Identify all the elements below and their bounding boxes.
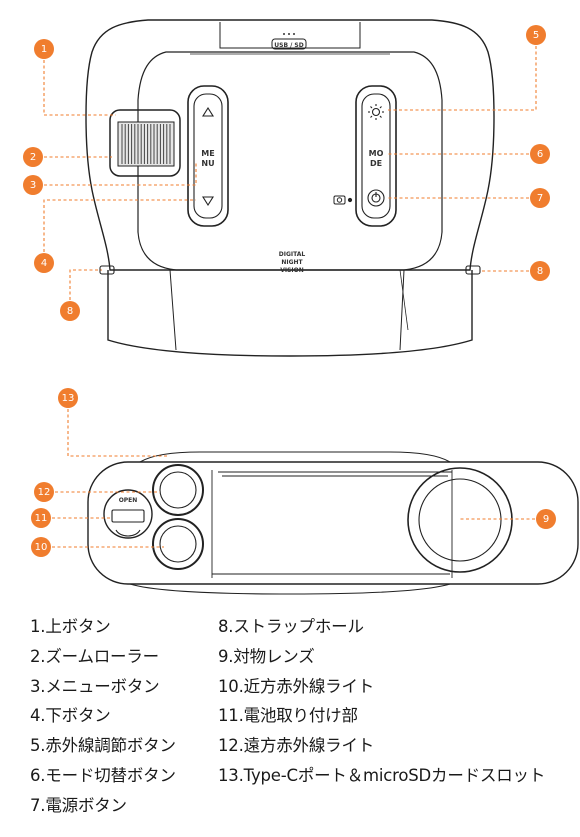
mode-button-label-1: MO [369,149,384,158]
callout-marker: 12 [34,482,54,502]
left-button-column [187,85,229,227]
legend-item: 9.対物レンズ [218,646,315,666]
callout-circle [31,508,51,528]
callout-circle [23,147,43,167]
callout-number: 10 [35,542,48,553]
top-ridge [219,22,361,49]
callout-circle [530,188,550,208]
device-diagram: ME NU MO DE DIGITAL NIGHT VISION USB / S… [23,19,579,595]
battery-compartment [103,489,153,539]
parts-legend: 1.上ボタン 2.ズームローラー 3.メニューボタン 4.下ボタン 5.赤外線調… [0,612,580,837]
callout-circle [530,261,550,281]
zoom-roller [109,109,181,177]
callout-circle [60,301,80,321]
down-arrow-icon [202,196,214,207]
callout-circle [530,144,550,164]
callout-marker: 9 [536,509,556,529]
callout-circle [536,509,556,529]
callout-line [67,409,168,457]
callout-number: 7 [537,193,543,204]
callout-number: 3 [30,180,36,191]
callout-marker: 10 [31,537,51,557]
legend-item: 6.モード切替ボタン [30,765,176,785]
callout-marker: 5 [526,25,546,45]
callout-marker: 2 [23,147,43,167]
callout-number: 8 [537,266,543,277]
callout-number: 2 [30,152,36,163]
callout-marker: 7 [530,188,550,208]
objective-lens [407,467,513,573]
callout-circle [34,482,54,502]
callout-circle [31,537,51,557]
slot-label-box [271,38,307,50]
callout-circle [34,39,54,59]
callout-line [44,162,197,186]
legend-item: 11.電池取り付け部 [218,706,358,726]
legend-item: 7.電源ボタン [30,795,127,815]
callout-line [69,269,102,300]
legend-item: 1.上ボタン [30,617,111,636]
legend-column-right: 8.ストラップホール 9.対物レンズ 10.近方赤外線ライト 11.電池取り付け… [218,612,545,791]
callout-number: 4 [41,258,47,269]
far-ir-light [152,464,204,516]
brand-text-3: VISION [280,267,304,274]
callout-circle [34,253,54,273]
callout-marker: 13 [58,388,78,408]
callout-marker: 4 [34,253,54,273]
bottom-body [87,461,579,585]
ir-sun-icon [368,104,384,120]
callout-number: 6 [537,149,543,160]
device-bottom-view [87,451,579,595]
mode-button-label-2: DE [370,159,382,168]
up-arrow-icon [202,106,214,117]
brand-text-1: DIGITAL [279,251,306,258]
callout-number: 12 [38,487,51,498]
legend-item: 8.ストラップホール [218,617,364,636]
callout-line [43,60,116,116]
strap-hole-left [99,265,115,275]
callout-line [386,46,537,111]
callout-line [43,199,196,252]
callout-number: 1 [41,44,47,55]
callout-number: 11 [35,513,48,524]
callout-marker: 6 [530,144,550,164]
legend-item: 10.近方赤外線ライト [218,676,375,696]
slot-label: USB / SD [274,42,303,49]
legend-item: 13.Type-Cポート＆microSDカードスロット [218,765,546,785]
device-top-view [85,19,495,357]
callout-number: 13 [62,393,75,404]
callout-lines [43,46,537,548]
device-lower-body [107,270,473,357]
callout-number: 8 [67,306,73,317]
device-outer-body [85,19,495,271]
menu-button-label-2: NU [201,159,214,168]
battery-open-label: OPEN [119,497,138,504]
menu-button-label-1: ME [201,149,214,158]
near-ir-light [152,518,204,570]
legend-item: 4.下ボタン [30,706,111,726]
callout-circle [58,388,78,408]
callout-marker: 1 [34,39,54,59]
strap-hole-right [465,265,481,275]
legend-item: 3.メニューボタン [30,676,160,696]
power-icon [367,189,385,207]
legend-column-left: 1.上ボタン 2.ズームローラー 3.メニューボタン 4.下ボタン 5.赤外線調… [30,612,176,821]
legend-item: 5.赤外線調節ボタン [30,736,176,756]
callout-circle [23,175,43,195]
legend-item: 12.遠方赤外線ライト [218,736,375,756]
callout-number: 5 [533,30,539,41]
callout-marker: 11 [31,508,51,528]
callout-marker: 3 [23,175,43,195]
callout-circle [526,25,546,45]
slot-indicator-dots [283,33,295,35]
callout-marker: 8 [60,301,80,321]
camera-icon [333,195,353,205]
callout-marker: 8 [530,261,550,281]
right-button-column [355,85,397,227]
brand-text-2: NIGHT [281,259,303,266]
callout-number: 9 [543,514,549,525]
legend-item: 2.ズームローラー [30,646,159,666]
